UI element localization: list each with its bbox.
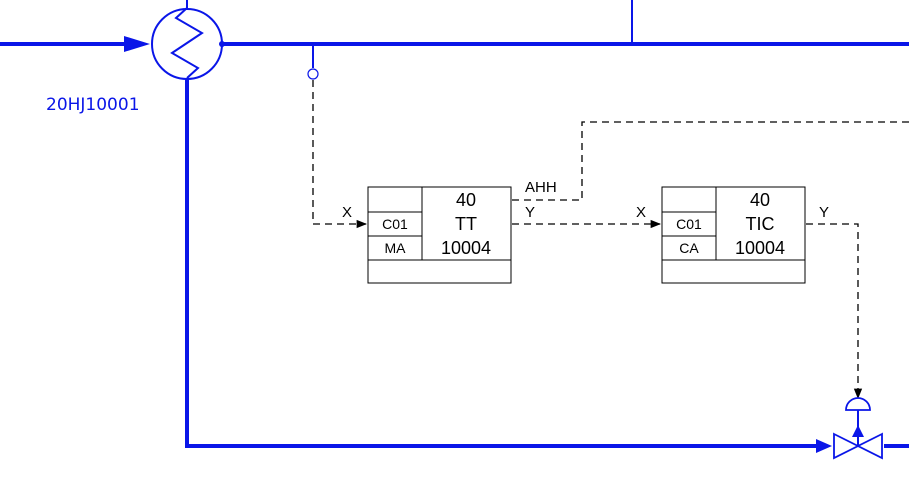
heat-exchanger-tag: 20HJ10001 (46, 95, 140, 115)
signal-tap-to-tt (312, 80, 368, 229)
tt-type: TT (455, 214, 477, 234)
tt-alarm-label: AHH (525, 179, 557, 196)
tt-loop: 10004 (441, 238, 491, 258)
tap-point-icon[interactable] (307, 68, 319, 80)
process-lines (0, 0, 909, 448)
tic-input-label: X (636, 204, 646, 221)
tt-mode: MA (385, 240, 407, 256)
inlet-flow-arrow-icon (124, 36, 150, 52)
tic-mode: CA (679, 240, 699, 256)
function-block-tt[interactable]: C01 MA 40 TT 10004 (367, 186, 512, 284)
tic-loop: 10004 (735, 238, 785, 258)
function-block-tic[interactable]: C01 CA 40 TIC 10004 (661, 186, 806, 284)
signal-lines (312, 80, 909, 400)
return-pipe (185, 78, 818, 448)
valve-actuator-icon[interactable] (845, 397, 871, 411)
signal-tic-to-valve (806, 223, 863, 400)
tt-output-label: Y (525, 204, 535, 221)
tt-input-label: X (342, 204, 352, 221)
tic-code: C01 (676, 216, 702, 232)
tic-type: TIC (746, 214, 775, 234)
tt-number: 40 (456, 190, 476, 210)
control-valve-icon[interactable] (816, 397, 883, 460)
tic-number: 40 (750, 190, 770, 210)
signal-ahh-out (512, 121, 909, 201)
valve-inlet-arrow-icon (816, 439, 832, 453)
heat-exchanger-icon[interactable] (151, 7, 225, 80)
tic-output-label: Y (819, 204, 829, 221)
tt-code: C01 (382, 216, 408, 232)
